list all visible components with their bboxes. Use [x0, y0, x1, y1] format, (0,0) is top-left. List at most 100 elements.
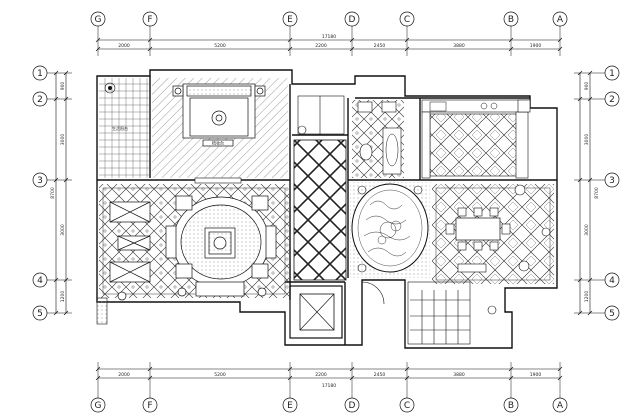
plant-icon [104, 82, 116, 94]
axis-right-5: 5 [609, 309, 615, 319]
door-swing [361, 281, 385, 305]
dim-right-0: 900 [584, 82, 590, 91]
bed [172, 83, 266, 147]
bathroom [352, 100, 404, 178]
axis-bottom-D-bubble [344, 397, 360, 413]
axis-left-5: 5 [37, 309, 43, 319]
dim-right-total: 8700 [594, 187, 600, 199]
axis-top-B: B [508, 15, 514, 25]
column [96, 297, 108, 325]
axis-right-3-bubble [604, 172, 620, 188]
axis-top-D-bubble [344, 11, 360, 27]
labels: G F E D C B A G F E D C B A 1 2 3 4 5 1 2 3 4 5 2000 5200 2200 2450… [32, 11, 620, 413]
axis-bottom-G-bubble [90, 397, 106, 413]
dim-top-1: 5200 [214, 43, 226, 49]
axis-bottom-G: G [95, 401, 102, 411]
dining-room [432, 184, 554, 284]
foyer-round [350, 182, 430, 278]
axis-bottom-F: F [147, 401, 152, 411]
axis-right-3: 3 [609, 176, 615, 186]
dim-top-3: 2450 [374, 43, 386, 49]
dim-right-2: 3000 [584, 224, 590, 236]
dim-top-5: 1900 [530, 43, 542, 49]
axis-bottom-C-bubble [399, 397, 415, 413]
axis-left-2-bubble [32, 91, 48, 107]
plant-icon-center [108, 86, 112, 90]
axis-top-E-bubble [282, 11, 298, 27]
axis-left-5-bubble [32, 305, 48, 321]
stair-top [297, 95, 345, 135]
dim-bottom-0: 2000 [118, 372, 130, 378]
right-dimension-lines [579, 73, 591, 313]
dim-left-2: 3000 [60, 224, 66, 236]
bottom-dimension-lines [98, 368, 560, 379]
axis-bottom-E-bubble [282, 397, 298, 413]
dim-top-0: 2000 [118, 43, 130, 49]
axis-left-4: 4 [37, 276, 43, 286]
axis-top-C-bubble [399, 11, 415, 27]
axis-left-1-bubble [32, 65, 48, 81]
dim-bottom-2: 2200 [315, 372, 327, 378]
axis-bottom-D: D [349, 401, 356, 411]
dim-bottom-total: 17180 [322, 383, 336, 389]
left-dimension-lines [55, 73, 67, 313]
axis-left-3: 3 [37, 176, 43, 186]
axis-right-1-bubble [604, 65, 620, 81]
axis-left-4-bubble [32, 272, 48, 288]
balcony-label: 生活阳台 [112, 125, 128, 131]
top-dimension-lines [98, 39, 560, 50]
axis-right-4: 4 [609, 276, 615, 286]
axis-bottom-A-bubble [552, 397, 568, 413]
axis-bottom-F-bubble [142, 397, 158, 413]
axis-right-5-bubble [604, 305, 620, 321]
walls [96, 69, 558, 349]
axis-top-F: F [147, 15, 152, 25]
axis-top-A-bubble [552, 11, 568, 27]
balcony-floor [99, 78, 149, 178]
dim-bottom-4: 3880 [453, 372, 465, 378]
axis-bottom-A: A [557, 401, 564, 411]
axis-bottom-B-bubble [503, 397, 519, 413]
desk-label: 梳妆台 [212, 140, 224, 146]
dim-left-0: 900 [60, 82, 66, 91]
axis-right-1: 1 [609, 69, 615, 79]
dim-right-1: 3000 [584, 134, 590, 146]
axis-top-C: C [404, 15, 410, 25]
axis-top-F-bubble [142, 11, 158, 27]
axis-left-2: 2 [37, 95, 43, 105]
axis-top-G-bubble [90, 11, 106, 27]
axis-top-E: E [287, 15, 293, 25]
elevator [289, 285, 343, 339]
axis-right-2-bubble [604, 91, 620, 107]
stair-hatched [293, 139, 347, 281]
axis-right-2: 2 [609, 95, 615, 105]
axis-bottom-E: E [287, 401, 293, 411]
dim-left-3: 1200 [60, 291, 66, 303]
dim-top-2: 2200 [315, 43, 327, 49]
axis-bottom-C: C [404, 401, 410, 411]
axis-bottom-B: B [508, 401, 514, 411]
kitchen [421, 99, 531, 179]
tv-cabinet [194, 177, 242, 184]
dim-bottom-5: 1900 [530, 372, 542, 378]
dim-bottom-3: 2450 [374, 372, 386, 378]
axis-top-G: G [95, 15, 102, 25]
dim-top-total: 17180 [322, 34, 336, 40]
dim-bottom-1: 5200 [214, 372, 226, 378]
sofa-group [165, 195, 277, 297]
axis-left-1: 1 [37, 69, 43, 79]
axis-top-D: D [349, 15, 356, 25]
axis-ticks [47, 26, 605, 398]
dim-left-total: 8700 [50, 187, 56, 199]
axis-right-4-bubble [604, 272, 620, 288]
dim-top-4: 3880 [453, 43, 465, 49]
dim-right-3: 1200 [584, 291, 590, 303]
axis-top-B-bubble [503, 11, 519, 27]
dim-left-1: 3000 [60, 134, 66, 146]
staircase [407, 281, 497, 345]
axis-top-A: A [557, 15, 564, 25]
axis-left-3-bubble [32, 172, 48, 188]
living-cabinets [109, 201, 267, 301]
